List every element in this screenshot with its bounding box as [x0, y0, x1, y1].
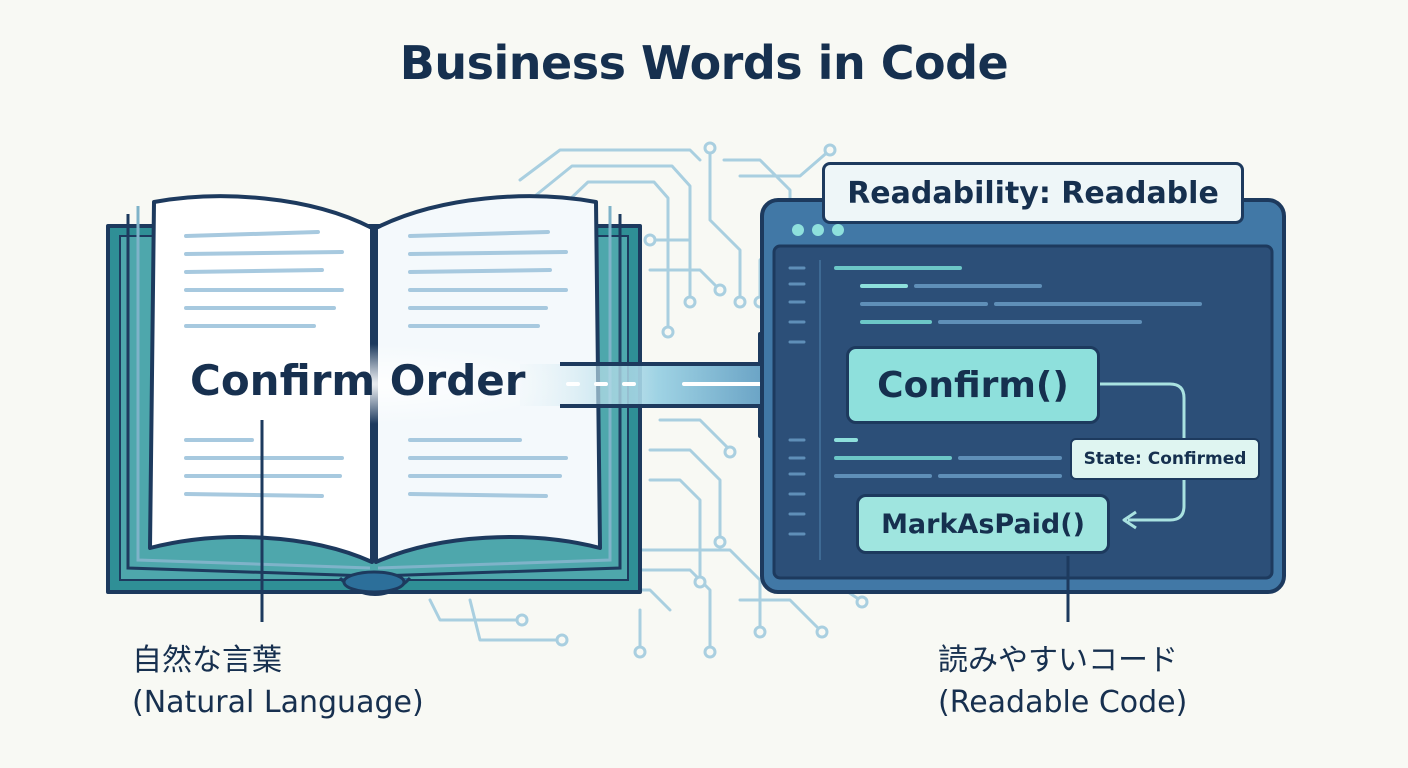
caption-japanese: 読みやすいコード	[938, 643, 1178, 678]
readable-code-caption: 読みやすいコード (Readable Code)	[938, 640, 1187, 724]
window-controls	[792, 224, 844, 236]
natural-language-caption: 自然な言葉 (Natural Language)	[132, 640, 424, 724]
confirm-method-box: Confirm()	[846, 346, 1100, 424]
readability-badge: Readability: Readable	[822, 162, 1244, 224]
caption-leaders	[260, 420, 1070, 622]
page-title: Business Words in Code	[399, 36, 1009, 90]
caption-english: (Natural Language)	[132, 685, 424, 720]
mark-as-paid-method-box: MarkAsPaid()	[856, 494, 1110, 554]
caption-english: (Readable Code)	[938, 685, 1188, 720]
caption-japanese: 自然な言葉	[132, 643, 282, 678]
state-label: State: Confirmed	[1070, 438, 1260, 480]
circuit-nodes	[515, 141, 869, 659]
open-book-icon	[106, 194, 642, 596]
natural-language-phrase: Confirm Order	[190, 356, 526, 405]
